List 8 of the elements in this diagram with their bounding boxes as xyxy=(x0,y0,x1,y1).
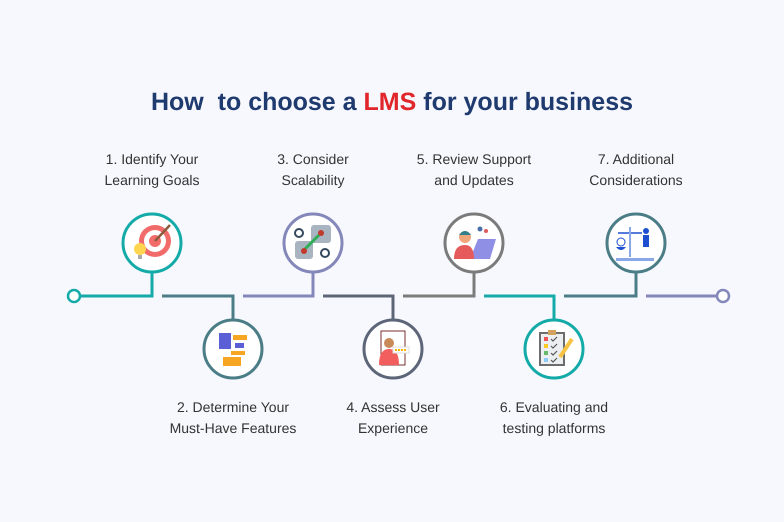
step-title: 4. Assess User Experience xyxy=(345,398,441,438)
step-title: 3. Consider Scalability xyxy=(276,150,350,190)
step-title: 7. Additional Considerations xyxy=(588,150,684,190)
step-title: 5. Review Support and Updates xyxy=(416,150,532,190)
title: How to choose a LMS for your business xyxy=(150,88,634,117)
step-title: 6. Evaluating and testing platforms xyxy=(498,398,610,438)
step-title: 2. Determine Your Must-Have Features xyxy=(168,398,298,438)
step-title: 1. Identify Your Learning Goals xyxy=(104,150,200,190)
